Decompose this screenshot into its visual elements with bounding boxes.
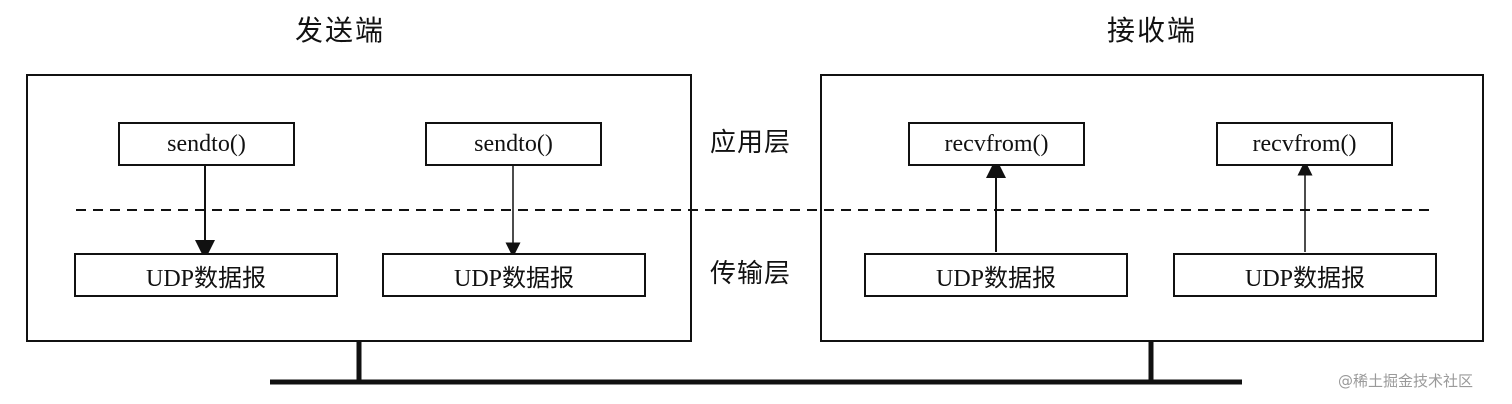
sender-sendto-box-1: sendto(): [118, 122, 295, 166]
receiver-recvfrom-box-1: recvfrom(): [908, 122, 1085, 166]
sender-udp-datagram-box-2: UDP数据报: [382, 253, 646, 297]
sender-host-frame: [26, 74, 692, 342]
receiver-recvfrom-box-2: recvfrom(): [1216, 122, 1393, 166]
sender-sendto-box-2: sendto(): [425, 122, 602, 166]
receiver-udp-datagram-box-1: UDP数据报: [864, 253, 1128, 297]
receiver-title: 接收端: [1106, 16, 1197, 47]
transport-layer-label: 传输层: [710, 259, 792, 288]
receiver-udp-datagram-box-2: UDP数据报: [1173, 253, 1437, 297]
receiver-host-frame: [820, 74, 1484, 342]
sender-udp-datagram-box-1: UDP数据报: [74, 253, 338, 297]
application-layer-label: 应用层: [710, 128, 792, 157]
sender-title: 发送端: [294, 16, 385, 47]
watermark-text: @稀土掘金技术社区: [1338, 372, 1474, 390]
